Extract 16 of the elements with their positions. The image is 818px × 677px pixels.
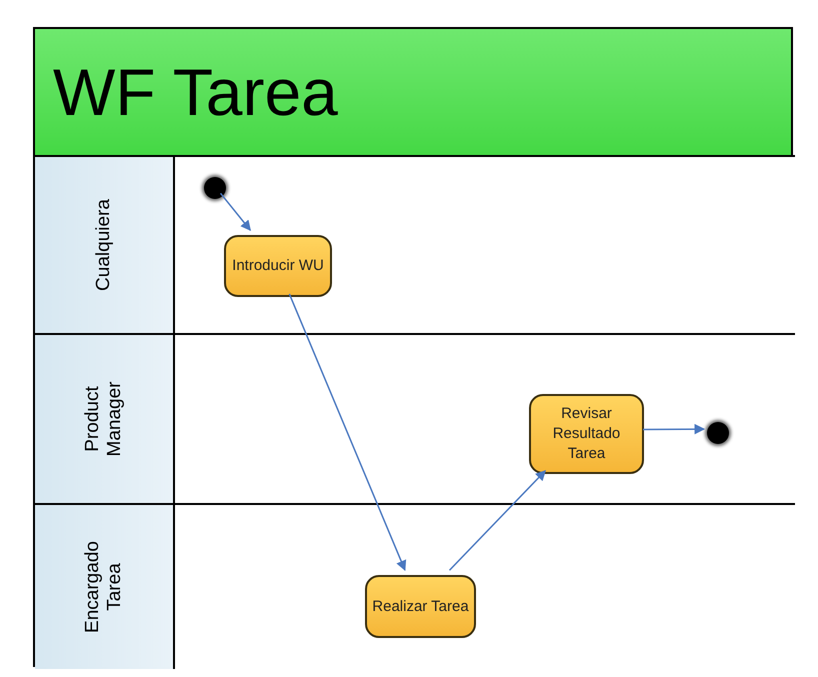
swimlane xyxy=(35,333,795,503)
lane-title: Encargado Tarea xyxy=(82,540,126,635)
arrow xyxy=(288,294,406,572)
activity-label: Introducir WU xyxy=(232,256,324,276)
arrow xyxy=(220,192,251,232)
activity-box xyxy=(529,394,644,474)
activity-label: Revisar Resultado Tarea xyxy=(552,404,622,464)
arrow xyxy=(448,470,546,571)
swimlane xyxy=(35,155,795,333)
activity-box xyxy=(224,235,332,297)
arrow xyxy=(643,424,706,434)
activity-box xyxy=(365,575,476,638)
lane-title: Product Manager xyxy=(82,380,126,458)
lane-title: Cualquiera xyxy=(93,198,115,293)
activity-label: Realizar Tarea xyxy=(372,596,469,616)
diagram-title: WF Tarea xyxy=(53,59,338,125)
